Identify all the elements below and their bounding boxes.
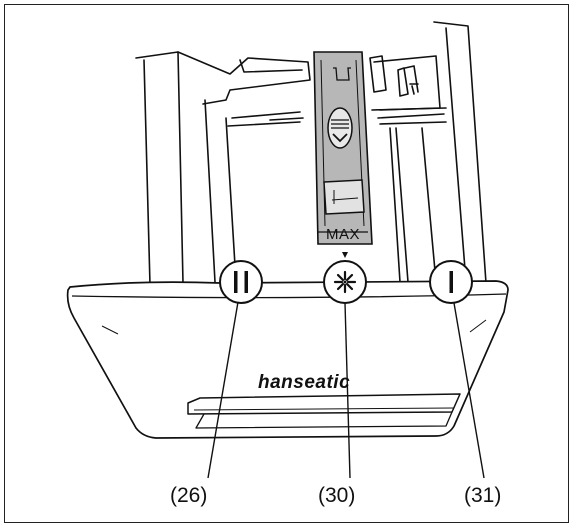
symbol-circle-mainwash [429,260,473,304]
callout-label-30: (30) [318,484,356,507]
max-arrow-icon [342,252,348,258]
leader-line-26 [207,301,239,479]
callout-label-26: (26) [170,484,208,507]
mainwash-icon [449,271,453,293]
softener-insert [313,51,373,258]
callout-label-31: (31) [464,484,502,507]
drawer-front-panel [66,280,509,439]
drawer-right-wall [433,21,487,284]
callout-leaders [207,301,485,479]
brand-logo: hanseatic [258,372,351,393]
symbol-circle-softener [323,260,367,304]
drawer-left-wall [135,51,184,284]
prewash-icon [234,271,238,293]
softener-flower-icon [333,270,357,294]
leader-line-30 [344,302,351,479]
symbol-circle-prewash [219,260,263,304]
max-fill-label: MAX [326,226,361,243]
leader-line-31 [453,302,485,479]
